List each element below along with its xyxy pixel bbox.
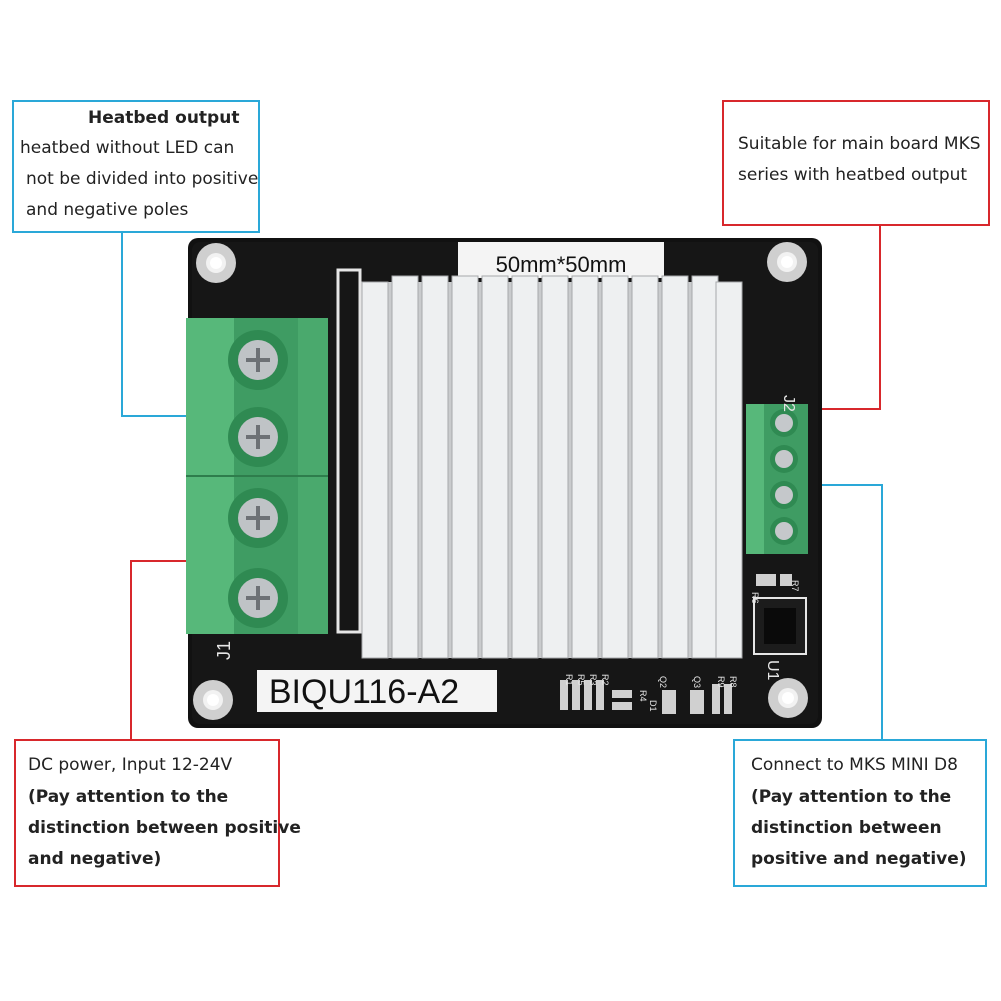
mini-d8-callout-line1: Connect to MKS MINI D8 — [751, 755, 958, 775]
connector-j1-label: J1 — [214, 641, 234, 660]
size-label: 50mm*50mm — [496, 252, 627, 277]
screw-terminal — [228, 568, 288, 628]
mks-leader-line — [815, 226, 881, 410]
designator-d1: D1 — [648, 700, 658, 712]
screw-terminal — [770, 409, 798, 437]
model-label: BIQU116-A2 — [269, 673, 459, 711]
screw-terminal — [770, 481, 798, 509]
designator-q3: Q3 — [692, 676, 702, 688]
mounting-hole — [767, 242, 807, 282]
connector-j2-label: J2 — [780, 395, 797, 412]
mks-callout: Suitable for main board MKS series with … — [722, 100, 990, 226]
designator-r7: R7 — [790, 580, 800, 592]
mks-callout-line1: Suitable for main board MKS — [738, 134, 981, 154]
screw-terminal — [770, 517, 798, 545]
screw-terminal — [228, 488, 288, 548]
heatbed-leader-line — [121, 233, 186, 417]
designator-r3: R3 — [588, 674, 598, 686]
dc-leader-line — [130, 560, 186, 739]
heatbed-callout-line2: not be divided into positive — [26, 169, 259, 189]
heatbed-callout-line3: and negative poles — [26, 200, 189, 220]
mini-leader-line — [815, 484, 883, 739]
terminal-block-j1 — [186, 318, 328, 634]
designator-r1: R1 — [564, 674, 574, 686]
dc-power-callout-line3: distinction between positive — [28, 818, 301, 838]
designator-r6: R6 — [750, 592, 760, 604]
screw-terminal — [228, 407, 288, 467]
heatbed-callout-line1: heatbed without LED can — [20, 138, 235, 158]
mini-d8-callout-line3: distinction between — [751, 818, 942, 838]
designator-r4: R4 — [638, 690, 648, 702]
smd-components — [560, 574, 792, 714]
model-label-box — [257, 670, 497, 712]
dc-power-callout-line4: and negative) — [28, 849, 162, 869]
dc-power-callout: DC power, Input 12-24V (Pay attention to… — [14, 739, 301, 887]
designator-r8: R8 — [728, 676, 738, 688]
size-label-box — [458, 242, 664, 278]
mini-d8-callout-line2: (Pay attention to the — [751, 787, 952, 807]
screw-terminal — [228, 330, 288, 390]
mini-d8-callout-line4: positive and negative) — [751, 849, 967, 869]
dc-power-callout-line2: (Pay attention to the — [28, 787, 229, 807]
designator-r2: R2 — [600, 674, 610, 686]
terminal-block-j2 — [746, 404, 808, 554]
designator-r5: R5 — [576, 674, 586, 686]
chip-u1-label: U1 — [764, 660, 781, 681]
screw-terminal — [770, 445, 798, 473]
designator-q2: Q2 — [658, 676, 668, 688]
mounting-hole — [193, 680, 233, 720]
dc-power-callout-line1: DC power, Input 12-24V — [28, 755, 233, 775]
mounting-hole — [768, 678, 808, 718]
heatsink — [361, 275, 743, 659]
designator-r9: R9 — [716, 676, 726, 688]
heatbed-callout: Heatbed output heatbed without LED can n… — [12, 100, 260, 233]
heatbed-callout-title: Heatbed output — [88, 108, 240, 128]
mini-d8-callout: Connect to MKS MINI D8 (Pay attention to… — [733, 739, 987, 887]
mounting-hole — [196, 243, 236, 283]
mks-callout-line2: series with heatbed output — [738, 165, 968, 185]
component-designators: R6 R7 R1 R5 R3 R2 R4 D1 Q2 Q3 R9 R8 — [564, 580, 800, 712]
